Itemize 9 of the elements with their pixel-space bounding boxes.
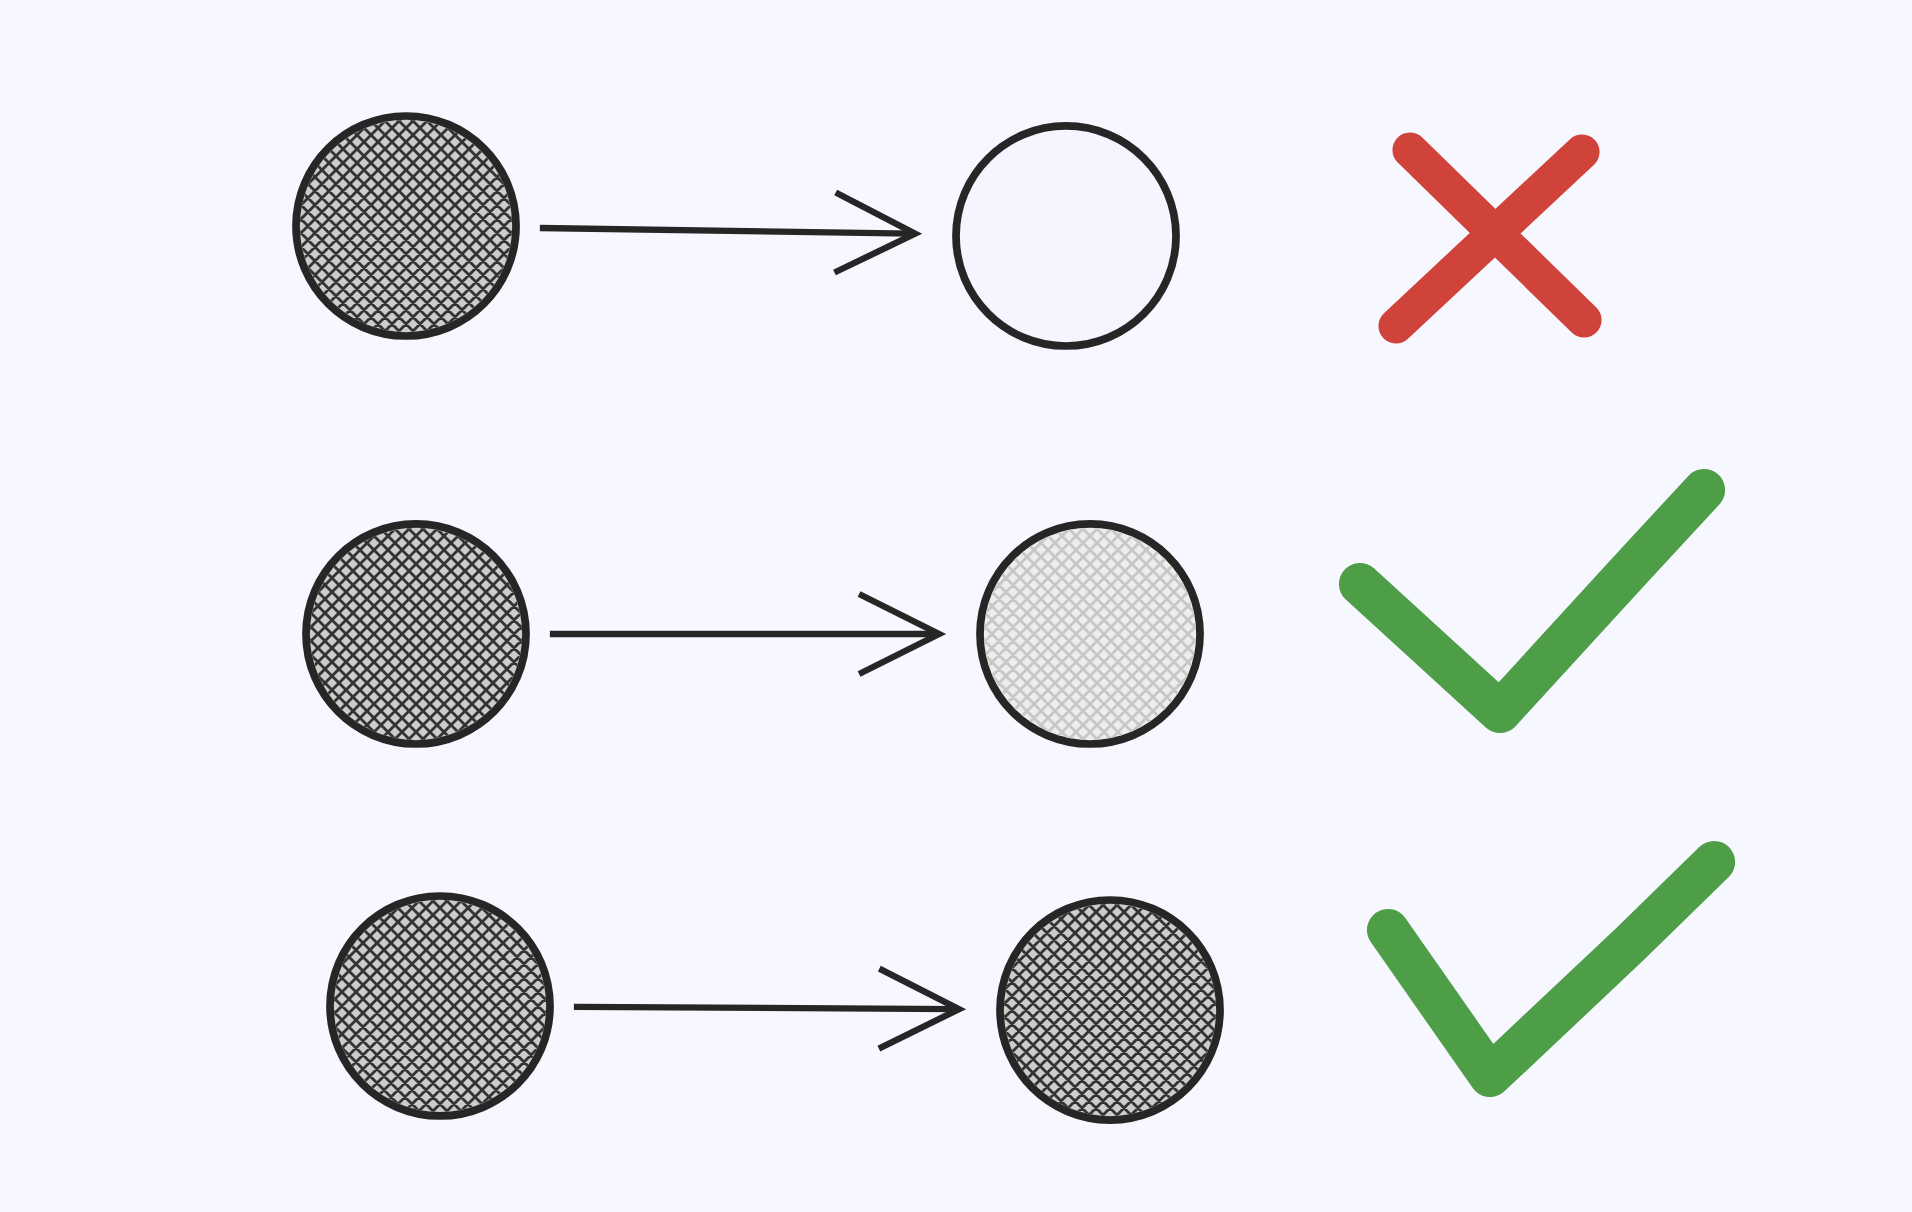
circle-node (952, 122, 1180, 350)
arrow (573, 965, 967, 1052)
circle-node (326, 892, 554, 1120)
arrow (549, 591, 947, 677)
circle-node (302, 520, 530, 748)
circle-node (976, 520, 1204, 748)
circle-node (996, 896, 1224, 1124)
arrow (539, 189, 923, 276)
circle-node (292, 112, 520, 340)
